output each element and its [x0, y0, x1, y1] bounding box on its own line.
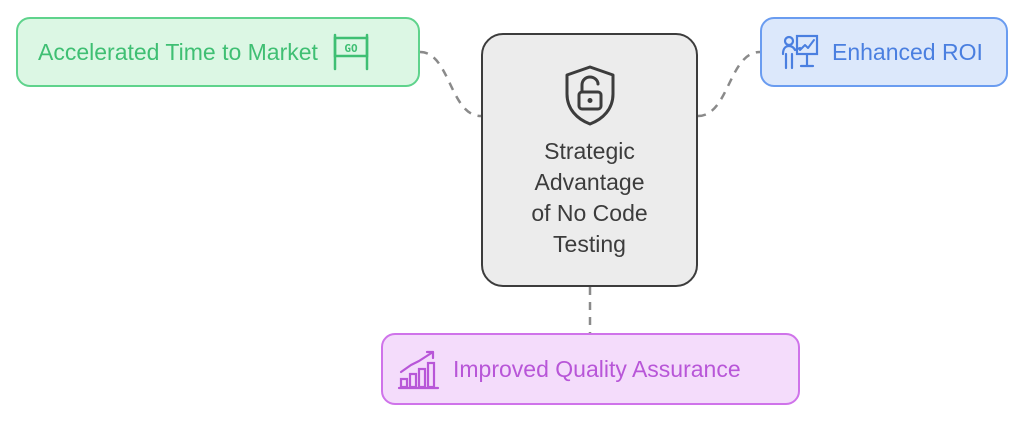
node-label-quality: Improved Quality Assurance	[453, 355, 741, 382]
center-node: Strategic Advantage of No Code Testing	[481, 33, 698, 287]
presenter-chart-icon	[781, 34, 819, 70]
connector-roi	[697, 50, 761, 118]
node-label-time-to-market: Accelerated Time to Market	[38, 38, 318, 65]
node-roi: Enhanced ROI	[760, 17, 1008, 87]
unlocked-shield-icon	[565, 65, 614, 126]
go-sign-icon: GO	[333, 33, 369, 71]
go-sign-text: GO	[344, 42, 358, 55]
growth-bar-chart-icon	[397, 350, 440, 390]
node-time-to-market: Accelerated Time to Market GO	[16, 17, 420, 87]
connector-time-to-market	[419, 50, 482, 118]
node-label-roi: Enhanced ROI	[832, 38, 983, 65]
center-title: Strategic Advantage of No Code Testing	[531, 138, 648, 257]
node-quality: Improved Quality Assurance	[381, 333, 800, 405]
